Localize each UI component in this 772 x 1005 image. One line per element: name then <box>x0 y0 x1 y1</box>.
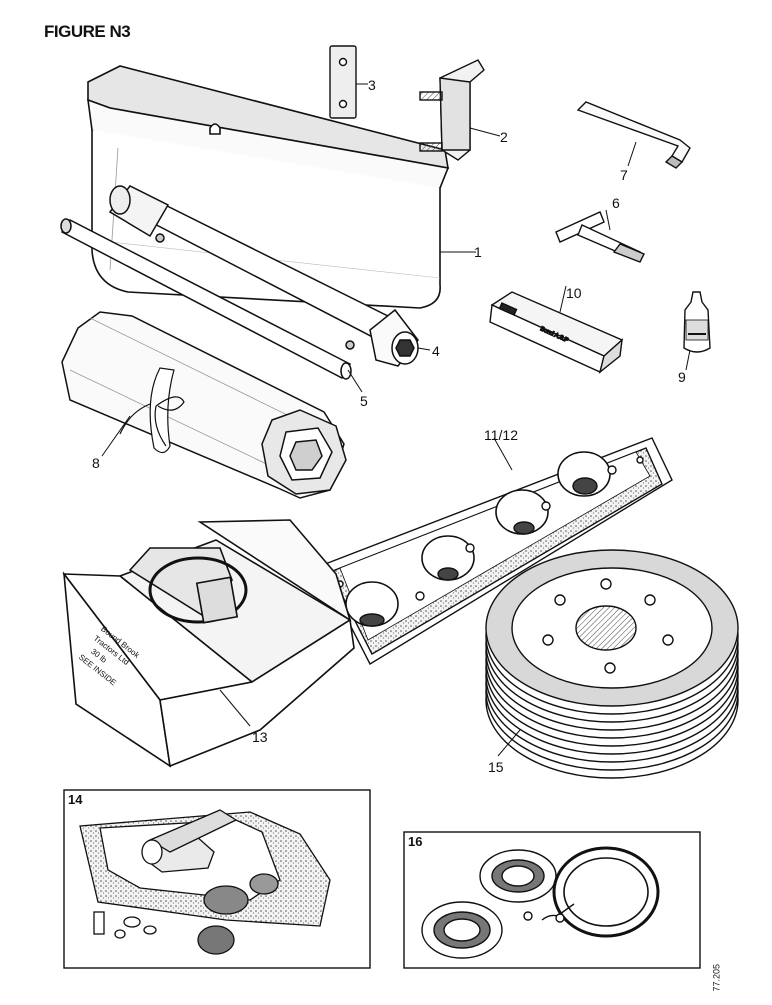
callout-8: 8 <box>92 455 100 471</box>
drawing-reference-code: 77.205 <box>712 964 722 992</box>
t-wrench-part <box>555 211 645 263</box>
callout-2: 2 <box>500 129 508 145</box>
box-spanner-part <box>108 185 419 367</box>
callout-5: 5 <box>360 393 368 409</box>
callout-4: 4 <box>432 343 440 359</box>
inset-14-box: 14 <box>63 789 371 969</box>
gasket-set-part <box>319 437 673 665</box>
clutch-plates-part <box>485 549 739 779</box>
figure-title: FIGURE N3 <box>44 22 131 41</box>
callout-11-12: 11/12 <box>484 427 518 443</box>
callout-10: 10 <box>566 285 582 301</box>
callout-16: 16 <box>408 834 422 849</box>
tommy-bar-part <box>60 218 352 380</box>
tool-roll-part <box>61 311 347 499</box>
callout-7: 7 <box>620 167 628 183</box>
bracket-part <box>419 59 485 161</box>
callout-13: 13 <box>252 729 268 745</box>
callout-3: 3 <box>368 77 376 93</box>
callout-1: 1 <box>474 244 482 260</box>
tool-box-part <box>87 65 450 309</box>
mounting-plate-part <box>329 45 357 119</box>
callout-15: 15 <box>488 759 504 775</box>
leader-lines <box>101 83 691 757</box>
gasket-kit-box-part <box>62 519 355 768</box>
sealant-packet-part: Bond A.3.P <box>489 291 624 374</box>
inset-16-box: 16 <box>403 831 701 969</box>
callout-labels: 1 2 3 4 5 6 7 8 9 10 11/12 13 15 <box>92 77 686 775</box>
callout-9: 9 <box>678 369 686 385</box>
callout-14: 14 <box>68 792 83 807</box>
callout-6: 6 <box>612 195 620 211</box>
fluid-bottle-part <box>683 291 711 353</box>
allen-key-part <box>576 101 691 169</box>
